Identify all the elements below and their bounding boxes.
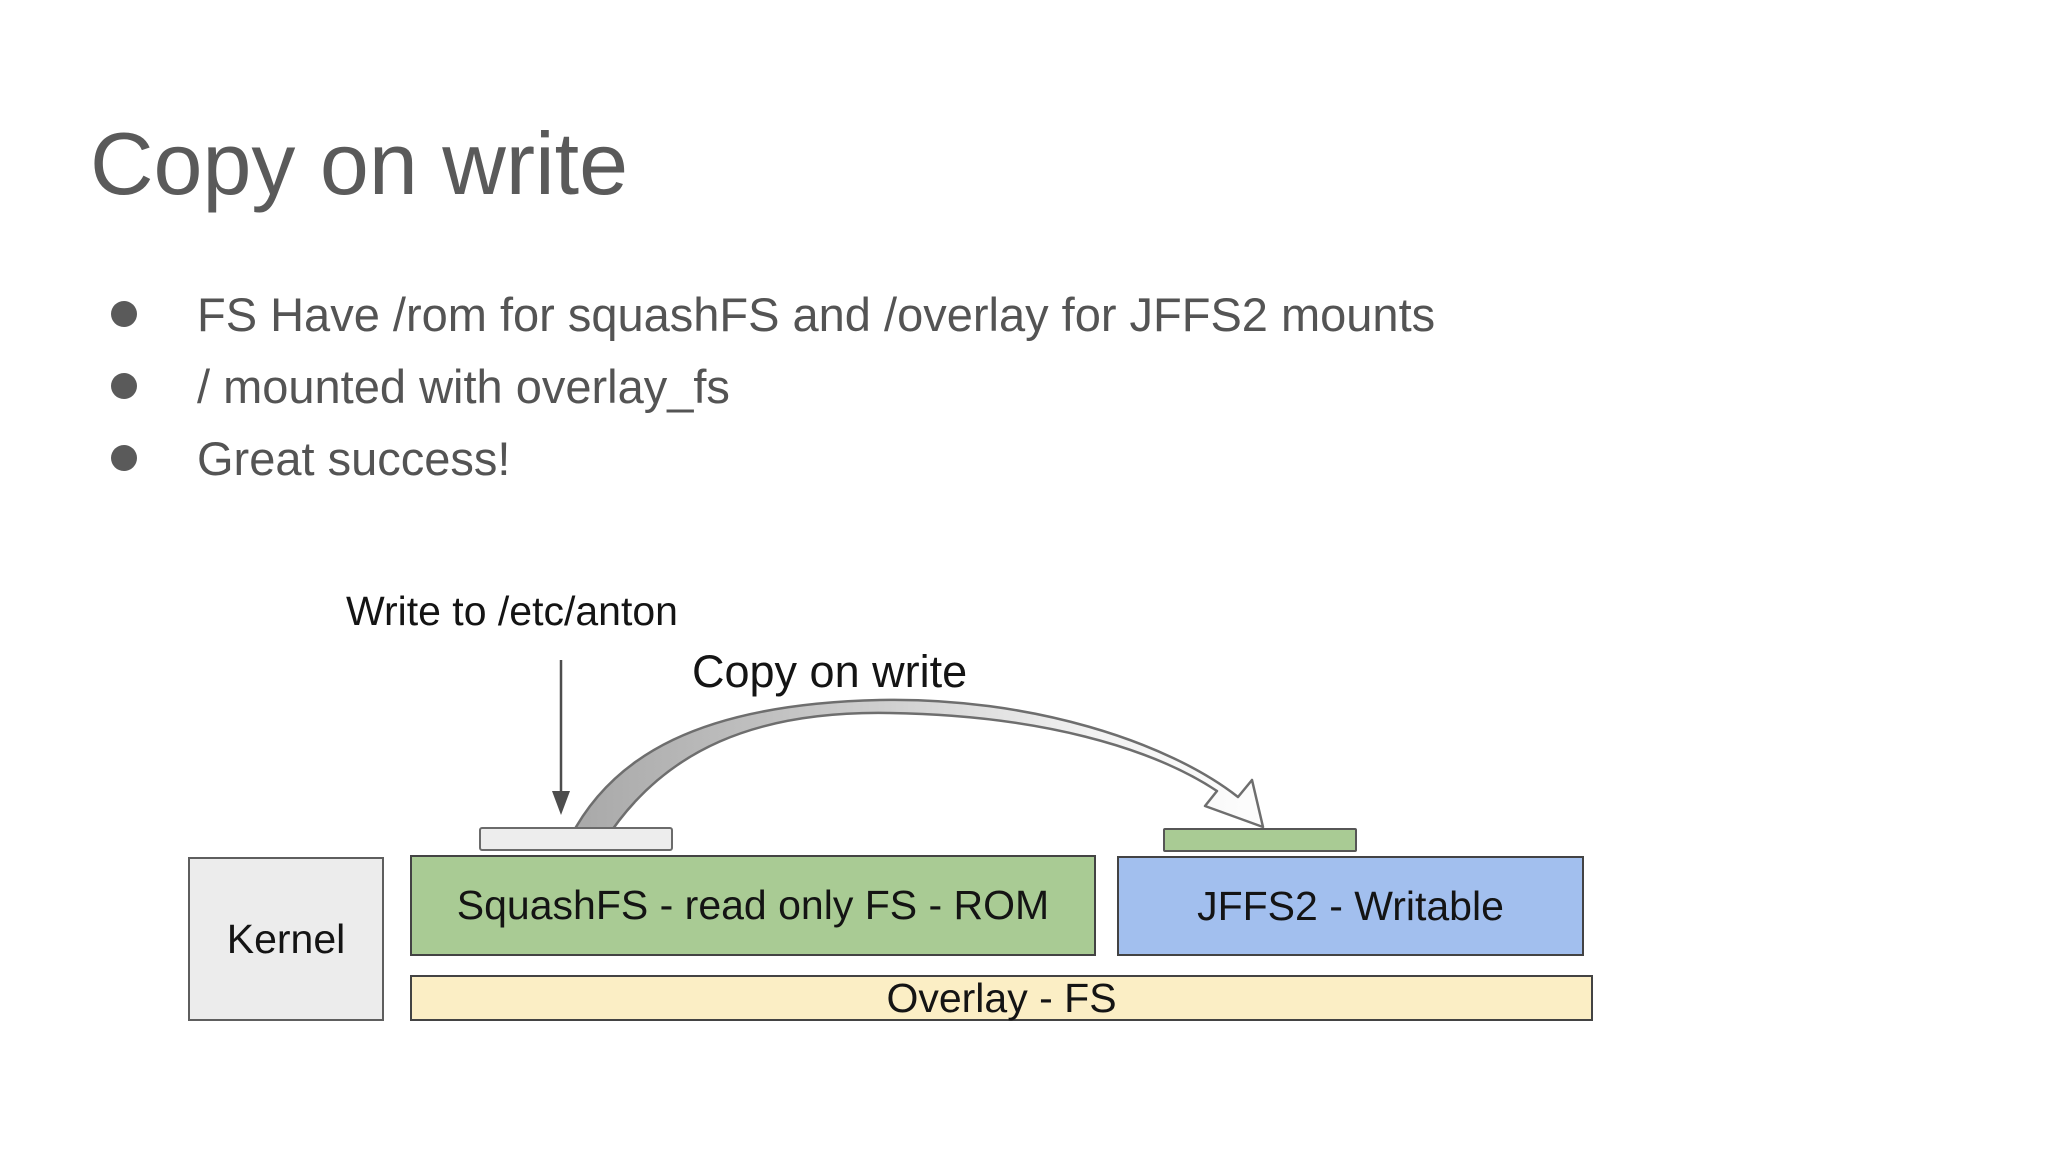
squashfs-box: SquashFS - read only FS - ROM	[410, 855, 1096, 956]
bullet-text: Great success!	[197, 431, 511, 485]
bullet-text: FS Have /rom for squashFS and /overlay f…	[197, 287, 1436, 341]
kernel-box: Kernel	[188, 857, 384, 1021]
bullet-list: FS Have /rom for squashFS and /overlay f…	[100, 278, 1435, 494]
jffs2-box: JFFS2 - Writable	[1117, 856, 1584, 956]
copy-on-write-arrow	[568, 698, 1265, 844]
squashfs-box-label: SquashFS - read only FS - ROM	[456, 882, 1050, 928]
bullet-dot-icon	[111, 445, 137, 471]
bullet-dot-icon	[111, 301, 137, 327]
bullet-item: FS Have /rom for squashFS and /overlay f…	[100, 278, 1435, 350]
kernel-box-label: Kernel	[226, 915, 346, 962]
overlay-fs-box-label: Overlay - FS	[886, 974, 1117, 1021]
copied-file-box	[1163, 828, 1357, 852]
bullet-item: / mounted with overlay_fs	[100, 350, 1435, 422]
jffs2-box-label: JFFS2 - Writable	[1197, 882, 1504, 929]
bullet-item: Great success!	[100, 422, 1435, 494]
overlay-fs-box: Overlay - FS	[410, 975, 1593, 1021]
copy-on-write-label: Copy on write	[692, 646, 968, 697]
slide-title: Copy on write	[90, 114, 629, 213]
write-to-etc-anton-label: Write to /etc/anton	[346, 588, 678, 634]
write-arrow	[552, 660, 570, 815]
bullet-text: / mounted with overlay_fs	[197, 359, 730, 413]
rom-file-box	[479, 827, 673, 851]
bullet-dot-icon	[111, 373, 137, 399]
